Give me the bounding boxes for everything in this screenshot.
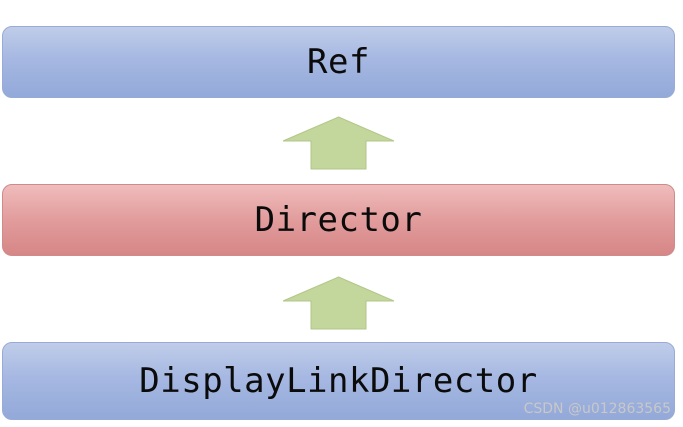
displaylinkdirector-class-label: DisplayLinkDirector bbox=[139, 361, 538, 401]
inheritance-arrow-up-icon bbox=[282, 116, 395, 170]
director-class-label: Director bbox=[254, 200, 423, 240]
director-class-box: Director bbox=[2, 184, 675, 256]
displaylinkdirector-class-box: DisplayLinkDirector bbox=[2, 342, 675, 420]
watermark-text: CSDN @u012863565 bbox=[523, 401, 671, 417]
ref-class-box: Ref bbox=[2, 26, 675, 98]
ref-class-label: Ref bbox=[307, 42, 370, 82]
inheritance-arrow-up-icon bbox=[282, 276, 395, 330]
